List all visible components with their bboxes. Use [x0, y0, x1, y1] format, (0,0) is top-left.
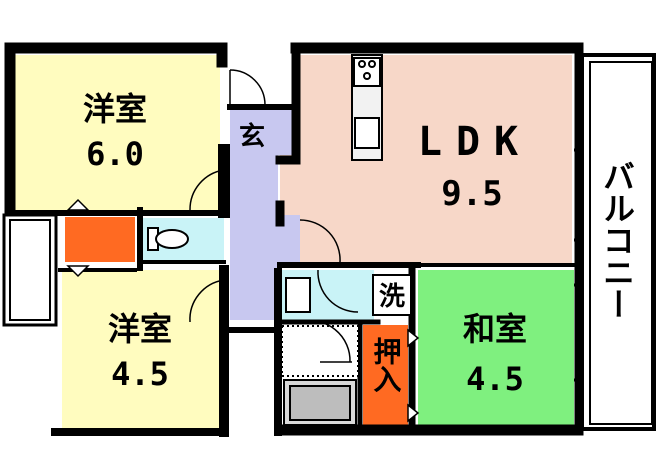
room-western-1 [10, 55, 220, 210]
room-western-1-name: 洋室 [83, 90, 147, 128]
corridor-entrance [230, 110, 296, 155]
room-western-1-size: 6.0 [86, 135, 144, 173]
room-japanese-size: 4.5 [466, 360, 524, 398]
kitchen-counter [351, 54, 383, 161]
left-balcony [2, 213, 58, 327]
room-japanese-name: 和室 [463, 310, 527, 348]
balcony-label: バルコニー [598, 160, 636, 320]
room-ldk-name: LDK [418, 119, 532, 165]
room-western-2-size: 4.5 [111, 355, 169, 393]
toilet-fixture [147, 227, 189, 251]
entrance-label: 玄 [239, 121, 265, 152]
room-western-2 [62, 270, 220, 430]
closet-west [65, 217, 135, 262]
laundry-label: 洗 [379, 282, 405, 312]
closet-label: 押入 [370, 336, 403, 393]
door-swings [189, 69, 359, 363]
room-ldk [300, 55, 572, 265]
balcony [580, 53, 656, 431]
closet-japanese [363, 325, 408, 425]
corridor-hall [230, 215, 300, 265]
closet-markers [66, 198, 420, 423]
room-japanese [418, 270, 574, 428]
room-ldk-nook [280, 155, 310, 220]
window-marks [574, 148, 582, 382]
room-ldk-size: 9.5 [441, 174, 502, 214]
walls [4, 42, 584, 437]
bath-fixtures [281, 277, 359, 426]
room-western-2-name: 洋室 [108, 310, 172, 348]
